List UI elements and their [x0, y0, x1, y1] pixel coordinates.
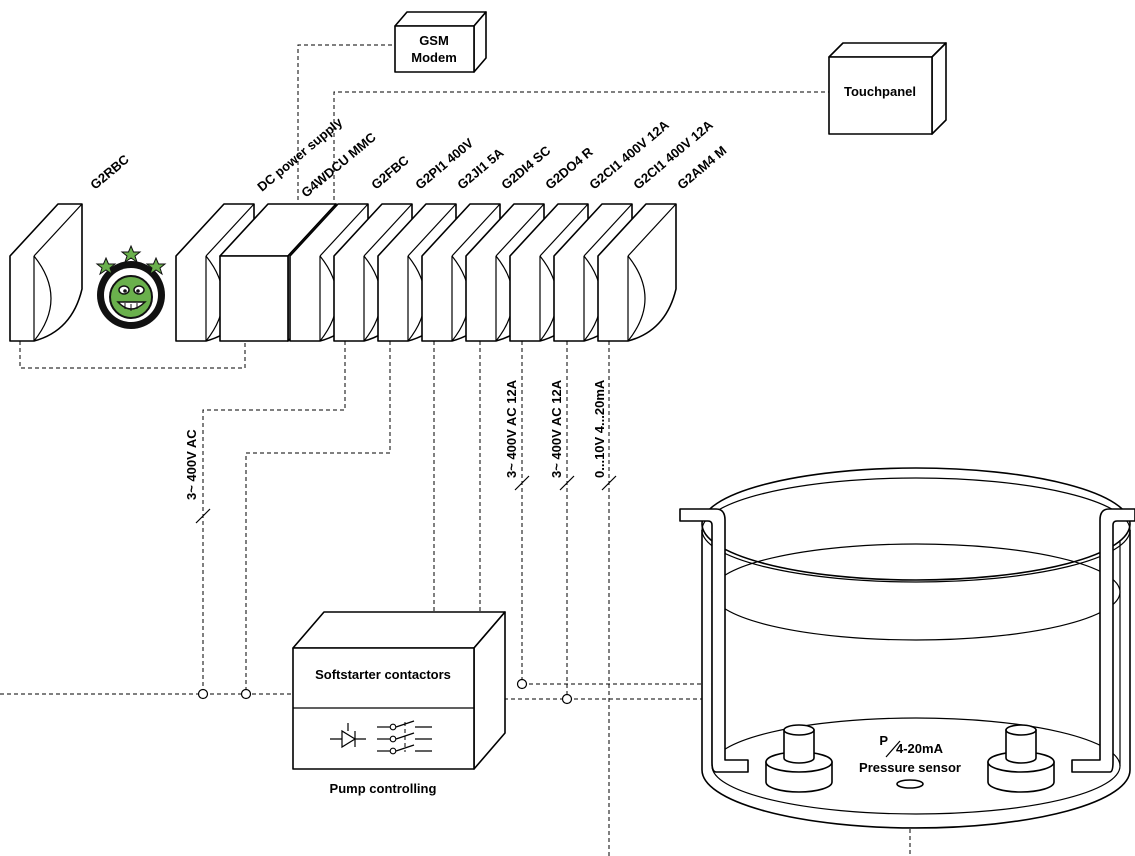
sensor-p-label: P	[879, 733, 888, 748]
wire-label-ci2: 3~ 400V AC 12A	[549, 379, 564, 478]
pipe-right	[1071, 508, 1135, 773]
pump-controlling-label: Pump controlling	[330, 781, 437, 796]
touchpanel-box: Touchpanel	[828, 42, 947, 135]
pressure-sensor: P 4-20mA Pressure sensor	[859, 733, 961, 789]
softstarter-label: Softstarter contactors	[315, 667, 451, 682]
softstarter-box: Softstarter contactors	[292, 611, 506, 770]
module-label: G2FBC	[368, 152, 412, 192]
wire-label-ci1: 3~ 400V AC 12A	[504, 379, 519, 478]
sensor-name-label: Pressure sensor	[859, 760, 961, 775]
touchpanel-label: Touchpanel	[844, 84, 916, 99]
top-connections	[297, 44, 829, 200]
pipe-left	[679, 508, 749, 773]
diode-icon	[330, 723, 366, 749]
module-label: G2RBC	[87, 151, 132, 192]
pump-right	[987, 724, 1055, 793]
module-label: DC power supply	[254, 114, 346, 194]
logo-badge	[95, 244, 167, 329]
wire-label-supply: 3~ 400V AC	[184, 429, 199, 500]
gsm-modem-box: GSM Modem	[394, 11, 487, 73]
wire-ticks	[195, 475, 617, 524]
wire-label-am4: 0...10V 4...20mA	[592, 379, 607, 478]
sensor-range-label: 4-20mA	[896, 741, 944, 756]
gsm-label-line1: GSM	[419, 33, 449, 48]
connection-nodes	[197, 678, 573, 705]
pump-left	[765, 724, 833, 793]
contactor-switch-icon	[377, 720, 432, 755]
rack-module	[9, 203, 83, 342]
gsm-label-line2: Modem	[411, 50, 457, 65]
rack-module	[597, 203, 677, 342]
